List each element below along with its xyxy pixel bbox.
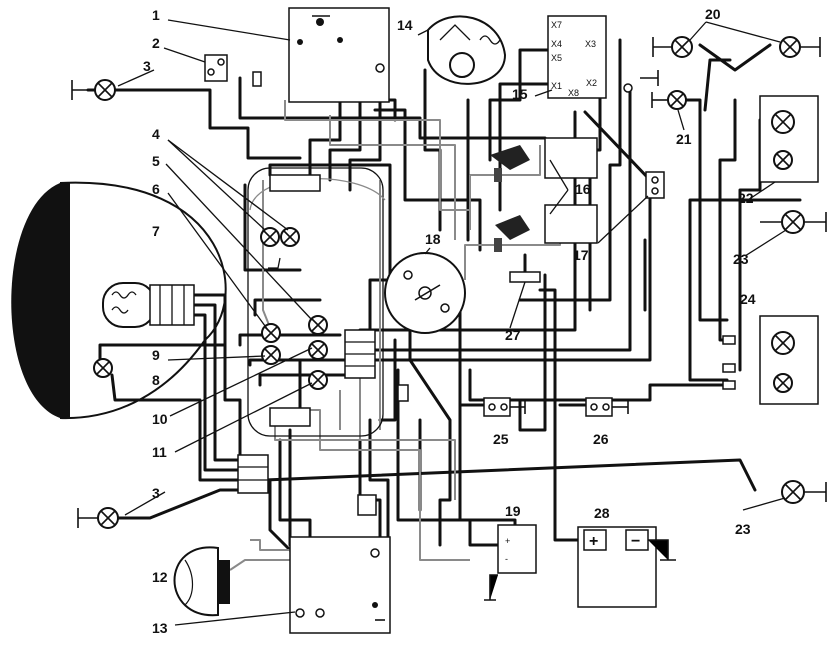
callout-8: 8: [152, 372, 160, 388]
callout-leaders: [117, 19, 787, 626]
callout-5: 5: [152, 153, 160, 169]
pin-label: X4: [551, 39, 562, 49]
callout-18: 18: [425, 231, 441, 247]
indicator-lamp-4a: [260, 227, 280, 247]
indicator-lamp-11: [308, 370, 328, 390]
rear-lamps-20: [652, 36, 821, 58]
relay-minus: -: [505, 554, 508, 564]
callout-27: 27: [505, 327, 521, 343]
lamp-21: [651, 90, 687, 110]
turn-lamp-left-top: [71, 79, 116, 101]
callout-24: 24: [740, 291, 756, 307]
tail-lamp-22: [759, 95, 819, 183]
callout-15: 15: [512, 86, 528, 102]
switch-2: [204, 54, 262, 87]
indicator-lamp-9: [261, 345, 281, 365]
turn-lamp-left-bottom: [77, 507, 119, 529]
callout-6: 6: [152, 181, 160, 197]
gauge-18: [384, 252, 466, 334]
horn-12: [173, 546, 230, 617]
callout-4: 4: [152, 126, 160, 142]
callout-19: 19: [505, 503, 521, 519]
switch-17: [645, 171, 665, 199]
callout-23: 23: [733, 251, 749, 267]
pin-label: X5: [551, 53, 562, 63]
callout-1: 1: [152, 7, 160, 23]
callout-11: 11: [152, 444, 167, 460]
callout-28: 28: [594, 505, 610, 521]
tail-lamp-24: [722, 315, 819, 405]
harness-black: [86, 38, 802, 622]
instrument-panel: [247, 167, 386, 437]
callout-23b: 23: [735, 521, 751, 537]
pin-label: X8: [568, 88, 579, 98]
fuse-27: [509, 271, 541, 283]
callout-22: 22: [738, 190, 754, 206]
switch-25: [483, 397, 526, 417]
callout-16: 16: [575, 181, 591, 197]
headlight-bulb: [102, 282, 195, 328]
pin-label: X7: [551, 20, 562, 30]
callout-10: 10: [152, 411, 168, 427]
relay-plus: +: [505, 536, 510, 546]
battery-plus: +: [589, 533, 598, 550]
component-14: [427, 15, 507, 85]
callout-7: 7: [152, 223, 160, 239]
callout-9: 9: [152, 347, 160, 363]
relay-19: + -: [484, 524, 537, 601]
callout-13: 13: [152, 620, 168, 636]
parking-lamp-8: [93, 358, 113, 378]
turn-lamp-right-top: [760, 210, 827, 234]
callout-17: 17: [573, 247, 589, 263]
harness-gray: [229, 100, 561, 591]
switch-1: [288, 7, 390, 103]
switch-26: [585, 397, 629, 417]
pin-label: X2: [586, 78, 597, 88]
pin-label: X3: [585, 39, 596, 49]
regulator-15: X7 X4 X5 X3 X1 X2 X8: [547, 15, 659, 99]
indicator-lamp-6: [261, 323, 281, 343]
callout-3: 3: [143, 58, 151, 74]
battery-minus: −: [631, 533, 640, 550]
callout-14: 14: [397, 17, 413, 33]
callout-3b: 3: [152, 485, 160, 501]
callout-21: 21: [676, 131, 692, 147]
pin-label: X1: [551, 81, 562, 91]
indicator-lamp-5: [308, 315, 328, 335]
ignition-coils-16: [490, 137, 598, 252]
indicator-lamp-4b: [280, 227, 300, 247]
switch-13: [289, 536, 391, 634]
callout-25: 25: [493, 431, 509, 447]
callout-2: 2: [152, 35, 160, 51]
callout-26: 26: [593, 431, 609, 447]
callout-20: 20: [705, 6, 721, 22]
callout-labels: 1 2 3 4 5 6 7 8 9 10 11 3 12 13 14 15 16…: [143, 6, 756, 636]
turn-lamp-right-bottom: [781, 480, 827, 504]
indicator-lamp-10: [308, 340, 328, 360]
battery-28: + −: [577, 526, 676, 608]
connector-block: [237, 384, 409, 516]
callout-12: 12: [152, 569, 168, 585]
